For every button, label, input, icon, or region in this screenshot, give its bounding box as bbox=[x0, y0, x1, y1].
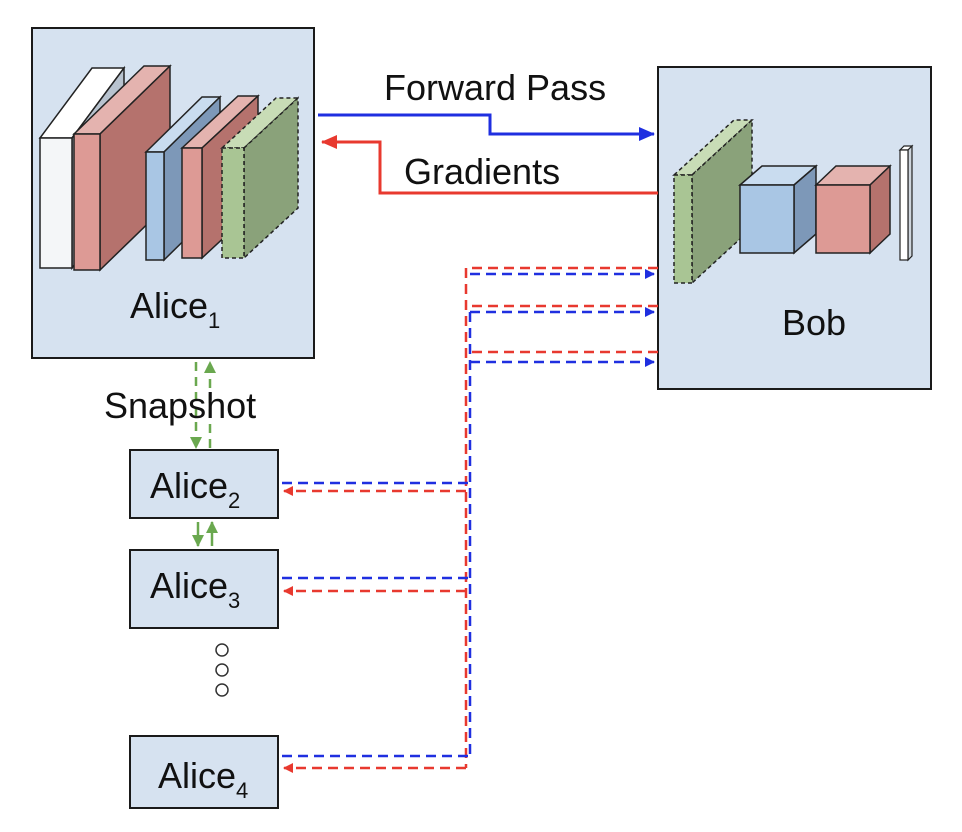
ellipsis-dot bbox=[215, 643, 229, 657]
alice4-panel: Alice4 bbox=[129, 735, 279, 809]
gradients-label: Gradients bbox=[404, 151, 560, 192]
bob-panel: Bob bbox=[657, 66, 932, 390]
gradients-arrow bbox=[321, 135, 658, 195]
alice4-label: Alice4 bbox=[158, 755, 248, 803]
dashed-connections bbox=[282, 266, 658, 773]
alice1-layer-green-cut bbox=[220, 96, 300, 260]
ellipsis-dots bbox=[215, 643, 229, 697]
snapshot-label: Snapshot bbox=[104, 385, 256, 426]
bob-layer-output bbox=[898, 144, 914, 262]
alice2-alice3-link bbox=[192, 521, 218, 547]
top-arrows: Forward Pass Gradients bbox=[318, 67, 658, 195]
alice1-label: Alice1 bbox=[130, 285, 220, 333]
bob-layer-red-cube bbox=[814, 164, 892, 255]
alice2-box bbox=[129, 449, 279, 519]
alice4-box bbox=[129, 735, 279, 809]
alice2-label: Alice2 bbox=[150, 465, 240, 513]
bob-layer-blue-cube bbox=[737, 164, 819, 255]
alice3-box bbox=[129, 549, 279, 629]
alice1-panel: Alice1 bbox=[31, 27, 315, 359]
forward-pass-arrow bbox=[318, 113, 655, 141]
alice3-label: Alice3 bbox=[150, 565, 240, 613]
bob-label: Bob bbox=[782, 302, 846, 343]
ellipsis-dot bbox=[215, 683, 229, 697]
alice2-panel: Alice2 bbox=[129, 449, 279, 519]
ellipsis-dot bbox=[215, 663, 229, 677]
alice3-panel: Alice3 bbox=[129, 549, 279, 629]
bob-layer-green-cut bbox=[672, 118, 754, 285]
forward-pass-label: Forward Pass bbox=[384, 67, 606, 108]
snapshot-link: Snapshot bbox=[104, 361, 256, 449]
